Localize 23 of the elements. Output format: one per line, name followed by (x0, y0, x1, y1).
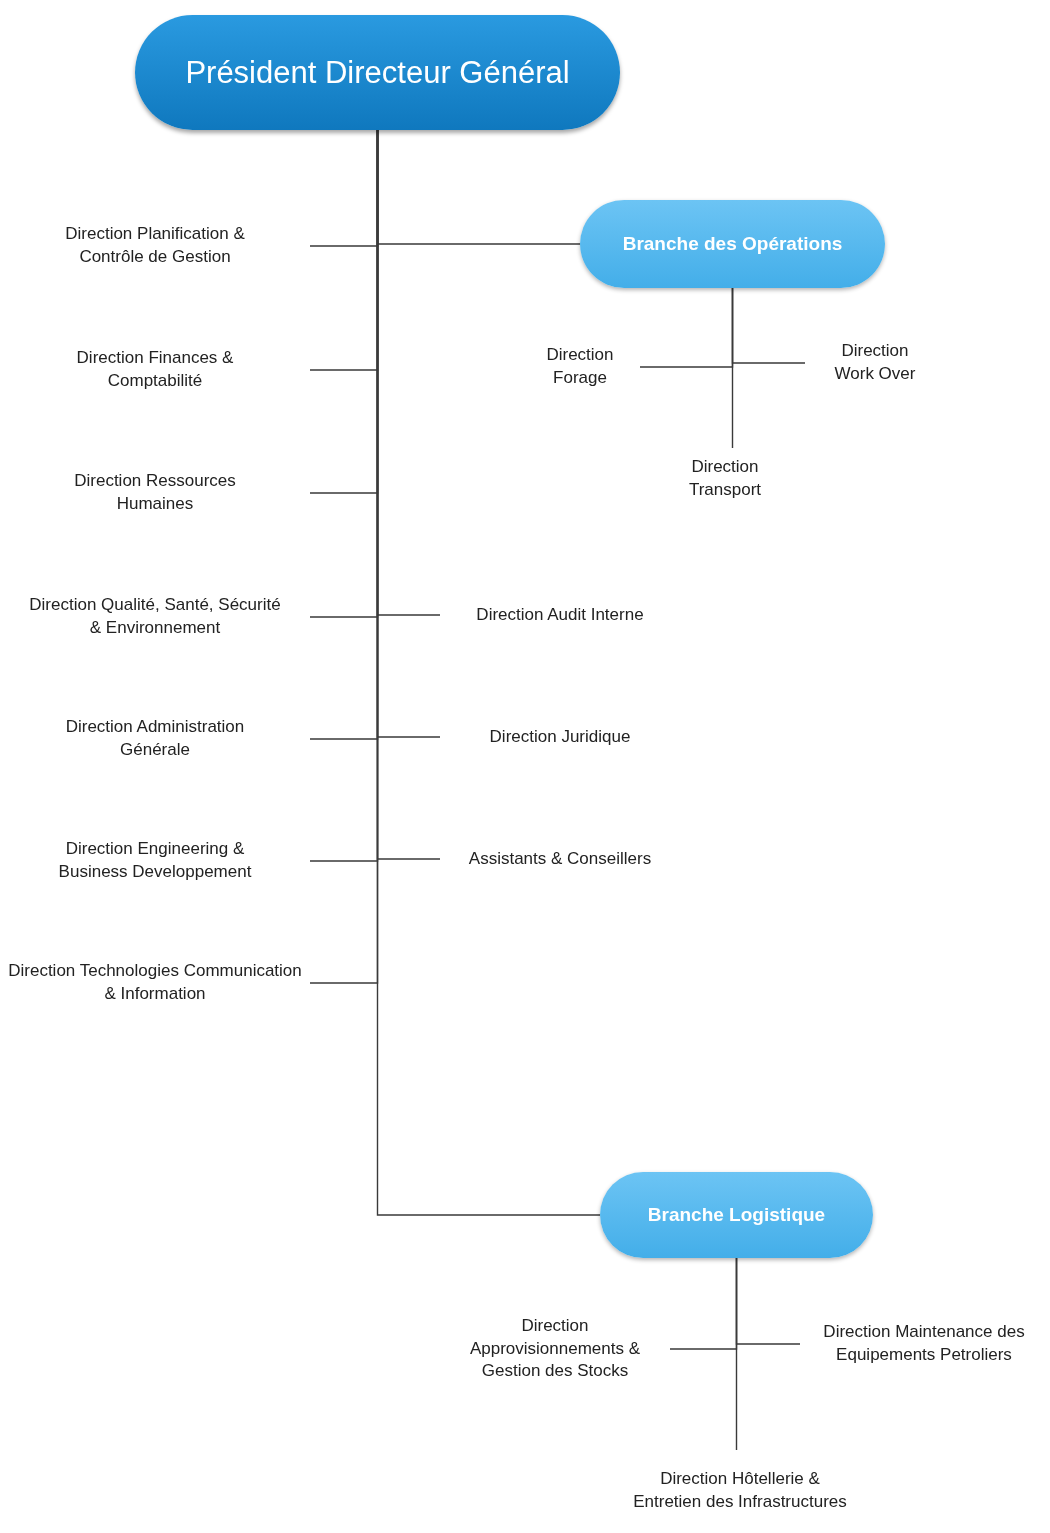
executive-title: Président Directeur Général (185, 53, 570, 92)
department-label: Direction Audit Interne (476, 603, 644, 626)
department-label: Direction Work Over (833, 340, 917, 385)
department-label: Direction Administration Générale (64, 716, 246, 761)
department-label: Direction Approvisionnements & Gestion des Stocks (468, 1314, 642, 1383)
department-label: Direction Ressources Humaines (73, 470, 237, 515)
department-label: Direction Transport (687, 456, 763, 501)
department-label: Direction Technologies Communication & Information (7, 960, 303, 1005)
connector-line (735, 1257, 738, 1451)
department-label: Direction Hôtellerie & Entretien des Infrastructures (632, 1468, 848, 1513)
connector-line (731, 287, 734, 449)
branch-title: Branche des Opérations (622, 232, 843, 257)
department-label: Direction Maintenance des Equipements Petroliers (822, 1321, 1026, 1366)
department-label: Direction Planification & Contrôle de Gestion (64, 223, 246, 268)
branch-title: Branche Logistique (647, 1203, 826, 1228)
department-label: Direction Juridique (489, 725, 631, 748)
department-label: Direction Qualité, Santé, Sécurité & Environnement (28, 594, 282, 639)
department-label: Direction Finances & Comptabilité (75, 347, 235, 392)
department-label: Assistants & Conseillers (468, 847, 652, 870)
department-label: Direction Forage (545, 344, 615, 389)
department-label: Direction Engineering & Business Developpement (57, 838, 253, 883)
branch-pill (580, 200, 885, 288)
branch-pill (600, 1172, 873, 1258)
